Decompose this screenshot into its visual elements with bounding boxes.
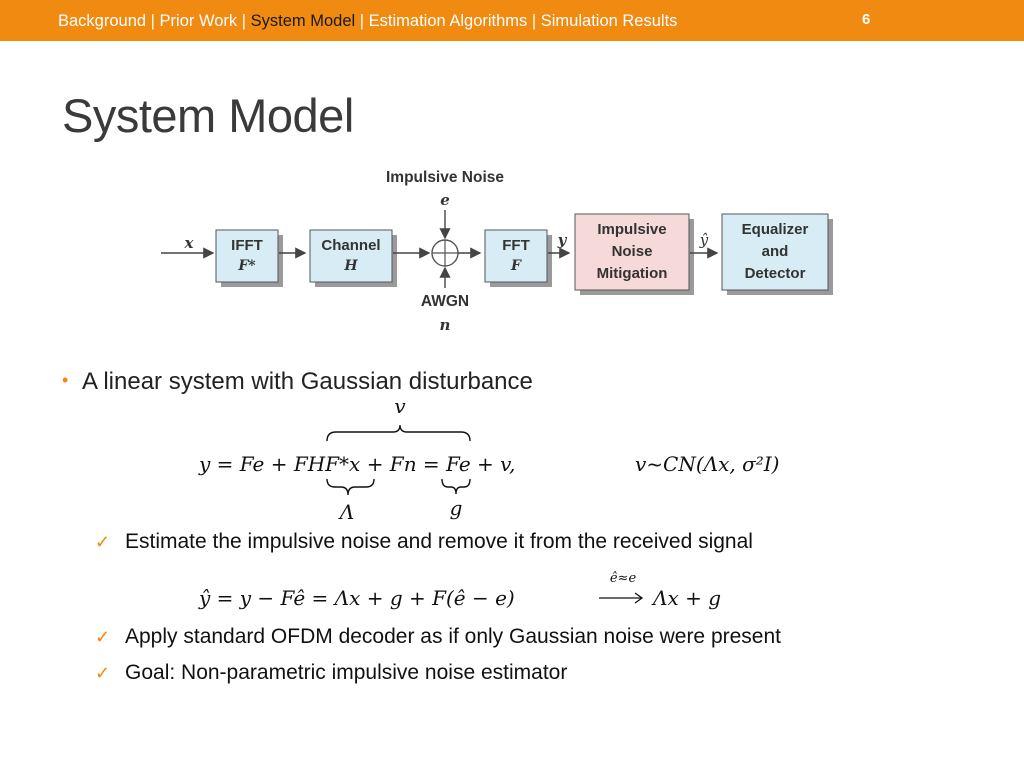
nav-separator: | xyxy=(527,12,541,30)
equalizer-block-line2: and xyxy=(762,243,789,260)
bullet-dot-icon: • xyxy=(62,370,69,390)
header-bar: Background | Prior Work | System Model |… xyxy=(0,0,1024,41)
nav-item-estimation-algorithms[interactable]: Estimation Algorithms xyxy=(368,12,528,30)
checkmark-icon: ✓ xyxy=(95,663,111,683)
impulsive-noise-symbol: e xyxy=(440,191,450,209)
fft-block xyxy=(484,229,548,283)
nav-separator: | xyxy=(355,12,369,30)
equation-1-distribution: v~CN(Λx, σ²I) xyxy=(635,452,779,476)
over-brace xyxy=(326,424,471,442)
check-item: ✓ Apply standard OFDM decoder as if only … xyxy=(95,625,781,649)
equalizer-detector-block xyxy=(721,213,829,291)
mitigation-block-line1: Impulsive xyxy=(597,221,666,238)
main-bullet: • A linear system with Gaussian disturban… xyxy=(62,368,533,396)
equation-estimate: ŷ = y − Fê = Λx + g + F(ê − e) ê≈e Λx + … xyxy=(198,571,721,610)
input-signal-label: x xyxy=(184,234,195,252)
page-number: 6 xyxy=(862,11,871,28)
check-item: ✓ Estimate the impulsive noise and remove… xyxy=(95,530,753,554)
channel-block xyxy=(309,229,393,283)
slide-title: System Model xyxy=(62,89,354,142)
awgn-label: AWGN xyxy=(421,293,469,310)
fft-block-symbol: F xyxy=(510,258,522,274)
mitigation-output-label: ŷ xyxy=(699,231,709,249)
equation-received-signal: v y = Fe + FHF*x + Fn = Fe + v, v~CN(Λx,… xyxy=(198,395,779,524)
fft-output-label: y xyxy=(557,231,568,249)
equalizer-block-line1: Equalizer xyxy=(742,221,809,238)
main-bullet-text: A linear system with Gaussian disturbanc… xyxy=(82,368,533,395)
equation-2-lhs: ŷ = y − Fê = Λx + g + F(ê − e) xyxy=(198,586,515,610)
equation-1-main: y = Fe + FHF*x + Fn = Fe + v, xyxy=(198,452,515,476)
check-item-text: Apply standard OFDM decoder as if only G… xyxy=(125,625,781,648)
check-item-text: Estimate the impulsive noise and remove … xyxy=(125,530,753,553)
nav-item-system-model[interactable]: System Model xyxy=(250,12,356,30)
under-brace-left xyxy=(326,478,375,496)
nav-separator: | xyxy=(146,12,160,30)
checkmark-icon: ✓ xyxy=(95,627,111,647)
ifft-block-label: IFFT xyxy=(231,237,263,254)
nav-item-prior-work[interactable]: Prior Work xyxy=(159,12,238,30)
channel-block-symbol: H xyxy=(343,258,358,274)
nav-item-simulation-results[interactable]: Simulation Results xyxy=(540,12,678,30)
mitigation-block-line2: Noise xyxy=(612,243,653,260)
equalizer-block-line3: Detector xyxy=(745,265,806,282)
mitigation-block-line3: Mitigation xyxy=(597,265,668,282)
nav-separator: | xyxy=(237,12,251,30)
equation-2-arrow-label: ê≈e xyxy=(610,571,637,586)
checkmark-icon: ✓ xyxy=(95,532,111,552)
noise-mitigation-block xyxy=(574,213,690,291)
check-item: ✓ Goal: Non-parametric impulsive noise es… xyxy=(95,661,567,685)
under-brace-right-label: g xyxy=(450,496,463,520)
fft-block-label: FFT xyxy=(502,237,530,254)
impulsive-noise-label: Impulsive Noise xyxy=(386,169,504,186)
check-item-text: Goal: Non-parametric impulsive noise est… xyxy=(125,661,568,684)
ifft-block xyxy=(215,229,279,283)
ifft-block-symbol: F* xyxy=(237,258,256,274)
nav-item-background[interactable]: Background xyxy=(58,12,147,30)
over-brace-label: v xyxy=(394,395,406,418)
system-block-diagram: Impulsive Noise e AWGN n x IFFT F* Chann… xyxy=(161,169,833,334)
equation-2-rhs: Λx + g xyxy=(651,586,721,610)
section-nav: Background | Prior Work | System Model |… xyxy=(58,12,677,31)
awgn-symbol: n xyxy=(440,316,451,334)
channel-block-label: Channel xyxy=(321,237,380,254)
under-brace-left-label: Λ xyxy=(338,500,354,524)
under-brace-right xyxy=(441,478,471,495)
